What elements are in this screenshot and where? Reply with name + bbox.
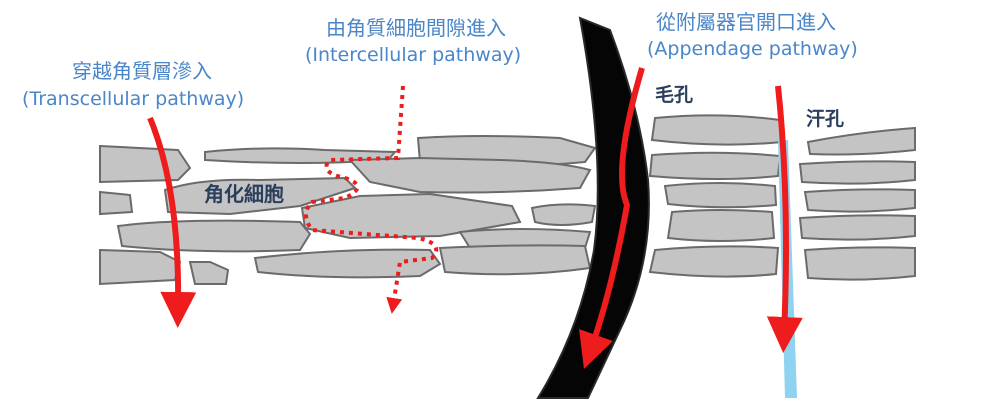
sweat-pore-label: 汗孔 xyxy=(806,108,845,130)
keratinocyte-cell xyxy=(798,160,916,185)
keratinocyte-label: 角化細胞 xyxy=(204,182,284,206)
hair-follicle-arrow xyxy=(579,67,645,369)
intercellular-label-en: (Intercellular pathway) xyxy=(305,44,522,66)
keratinocyte-cell xyxy=(530,203,597,226)
stratum-corneum-cells xyxy=(99,135,597,286)
keratinocyte-cell xyxy=(163,176,357,216)
transcellular-label-zh: 穿越角質層滲入 xyxy=(72,59,212,83)
hair-follicle-shaft xyxy=(536,16,650,399)
keratinocyte-cell xyxy=(116,219,312,253)
keratinocyte-cell xyxy=(803,246,916,281)
intercellular-label-zh: 由角質細胞間隙進入 xyxy=(326,16,506,40)
keratinocyte-cell xyxy=(300,192,522,240)
keratinocyte-cell xyxy=(650,114,784,146)
keratinocyte-cell xyxy=(666,209,776,242)
keratinocyte-cell xyxy=(806,126,916,156)
keratinocyte-cell xyxy=(648,245,780,278)
keratinocyte-cell xyxy=(648,151,782,180)
keratinocyte-cell xyxy=(438,244,592,276)
keratinocyte-cell xyxy=(663,182,778,209)
appendage-label-en: (Appendage pathway) xyxy=(647,38,858,60)
keratinocyte-cell xyxy=(99,248,182,286)
keratinocyte-cell xyxy=(347,156,592,194)
keratinocyte-cell xyxy=(99,144,192,184)
transcellular-arrow xyxy=(147,116,197,328)
keratinocyte-cell xyxy=(99,190,134,216)
keratinocyte-cell xyxy=(188,261,230,285)
intercellular-dotted-path xyxy=(304,85,439,314)
transcellular-label-en: (Transcellular pathway) xyxy=(22,88,245,110)
sweat-pore-arrow xyxy=(766,85,803,353)
keratinocyte-cell xyxy=(798,214,916,241)
appendage-label-zh: 從附屬器官開口進入 xyxy=(656,10,836,34)
keratinocyte-cell xyxy=(803,188,916,213)
stratum-corneum-cells-middle xyxy=(648,114,784,278)
stratum-corneum-cells-right xyxy=(798,126,916,281)
hair-follicle-label: 毛孔 xyxy=(655,84,694,106)
keratinocyte-cell xyxy=(253,248,442,279)
